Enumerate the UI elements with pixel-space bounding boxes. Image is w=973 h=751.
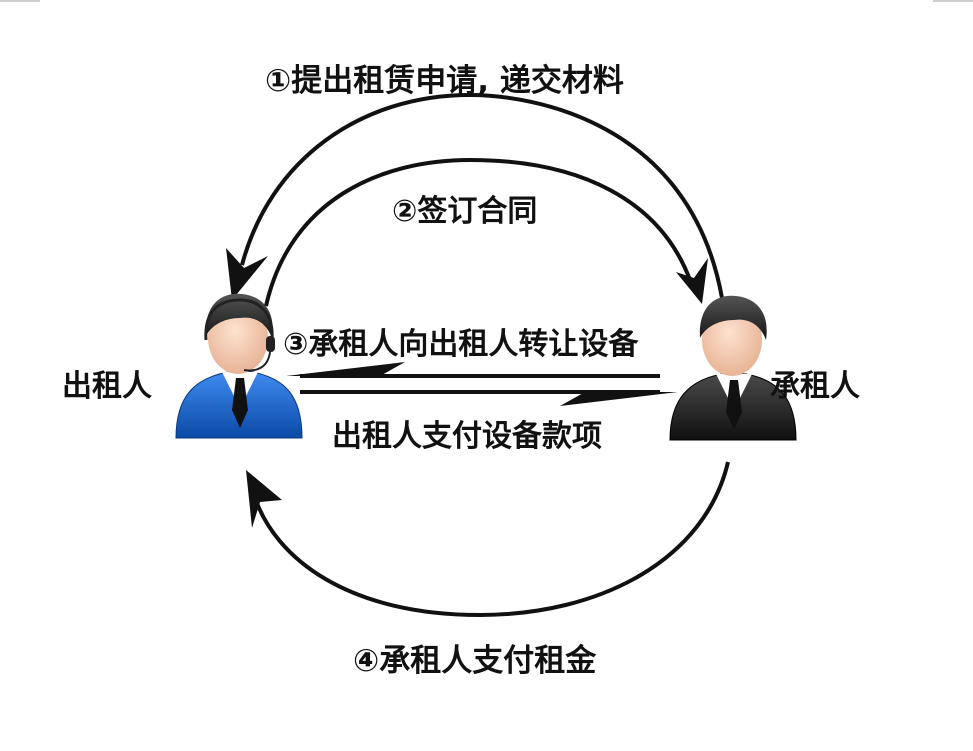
step1-label: ①提出租赁申请, 递交材料 xyxy=(265,66,624,97)
step4-label: ④承租人支付租金 xyxy=(353,646,596,677)
step2-label: ②签订合同 xyxy=(392,197,537,227)
arrow-step3 xyxy=(286,362,660,376)
lessee-label: 承租人 xyxy=(770,372,860,402)
businessman-icon xyxy=(670,296,796,440)
businessman-headset-icon xyxy=(176,294,302,438)
arrow-step2 xyxy=(266,160,708,306)
lessor-label: 出租人 xyxy=(62,372,152,402)
arrow-step4 xyxy=(246,462,728,615)
arrow-payment xyxy=(300,392,678,406)
step3-label: ③承租人向出租人转让设备 xyxy=(283,330,638,360)
payment-label: 出租人支付设备款项 xyxy=(332,422,602,452)
